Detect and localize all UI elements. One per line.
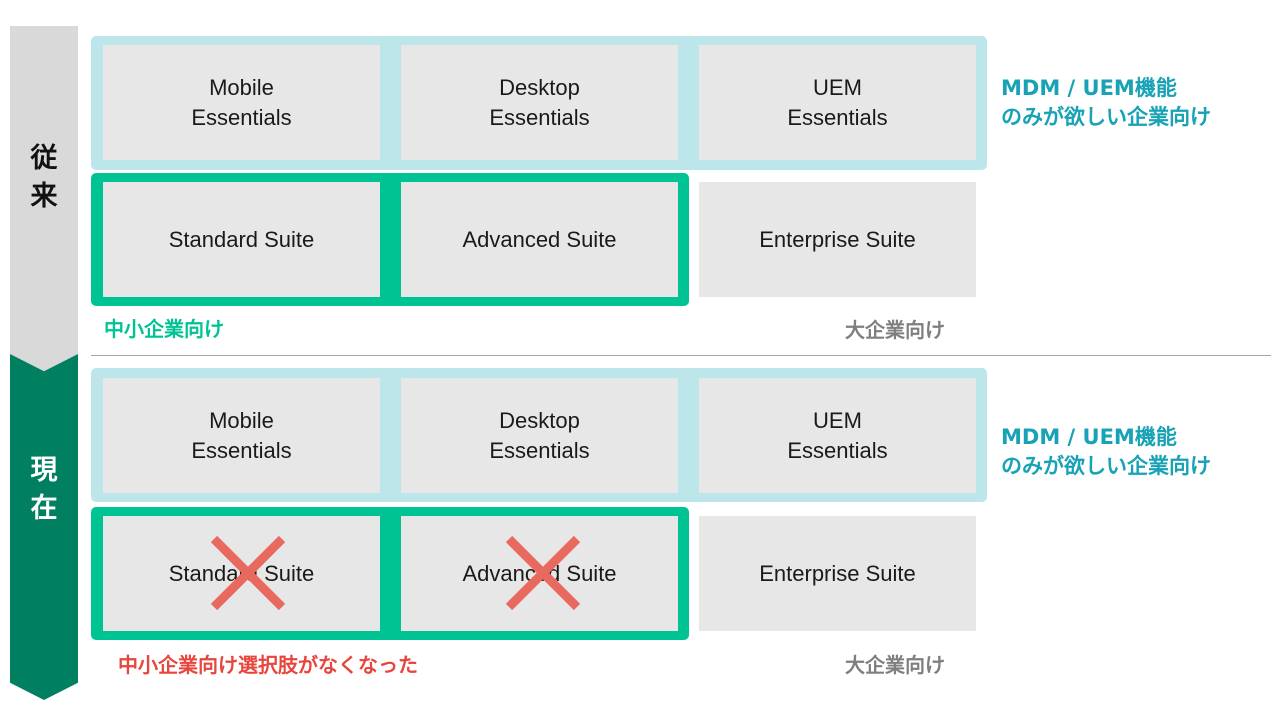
mdm-uem-label-now: MDM / UEM機能 のみが欲しい企業向け bbox=[1001, 425, 1211, 478]
box-uem-essentials-before: UEM Essentials bbox=[699, 45, 976, 160]
section-label-before-char-2: 来 bbox=[30, 181, 58, 212]
mdm-uem-label-before: MDM / UEM機能 のみが欲しい企業向け bbox=[1001, 76, 1211, 129]
cross-icon bbox=[210, 535, 286, 611]
box-label: UEM Essentials bbox=[787, 407, 888, 463]
section-band-now bbox=[10, 354, 78, 700]
enterprise-label-now: 大企業向け bbox=[845, 653, 945, 677]
box-mobile-essentials-before: Mobile Essentials bbox=[103, 45, 380, 160]
box-label: UEM Essentials bbox=[787, 74, 888, 130]
box-label: Mobile Essentials bbox=[191, 407, 292, 463]
box-enterprise-suite-now: Enterprise Suite bbox=[699, 516, 976, 631]
box-label: Standard Suite bbox=[168, 226, 315, 252]
box-mobile-essentials-now: Mobile Essentials bbox=[103, 378, 380, 493]
box-uem-essentials-now: UEM Essentials bbox=[699, 378, 976, 493]
smb-label: 中小企業向け bbox=[104, 317, 224, 341]
smb-removed-label: 中小企業向け選択肢がなくなった bbox=[118, 653, 418, 677]
box-label: Mobile Essentials bbox=[191, 74, 292, 130]
box-advanced-suite-before: Advanced Suite bbox=[401, 182, 678, 297]
section-label-before: 従 来 bbox=[10, 140, 78, 216]
box-desktop-essentials-before: Desktop Essentials bbox=[401, 45, 678, 160]
section-band-before bbox=[10, 26, 78, 374]
box-enterprise-suite-before: Enterprise Suite bbox=[699, 182, 976, 297]
section-label-before-char-1: 従 bbox=[30, 143, 58, 174]
section-label-now-char-2: 在 bbox=[30, 493, 58, 524]
box-label: Desktop Essentials bbox=[489, 74, 590, 130]
cross-icon bbox=[505, 535, 581, 611]
box-desktop-essentials-now: Desktop Essentials bbox=[401, 378, 678, 493]
box-label: Enterprise Suite bbox=[759, 560, 916, 586]
box-standard-suite-before: Standard Suite bbox=[103, 182, 380, 297]
section-label-now-char-1: 現 bbox=[30, 455, 58, 486]
section-label-now: 現 在 bbox=[10, 452, 78, 528]
section-divider bbox=[91, 355, 1271, 356]
box-label: Enterprise Suite bbox=[759, 226, 916, 252]
box-label: Desktop Essentials bbox=[489, 407, 590, 463]
enterprise-label-before: 大企業向け bbox=[845, 318, 945, 342]
box-label: Advanced Suite bbox=[462, 226, 617, 252]
